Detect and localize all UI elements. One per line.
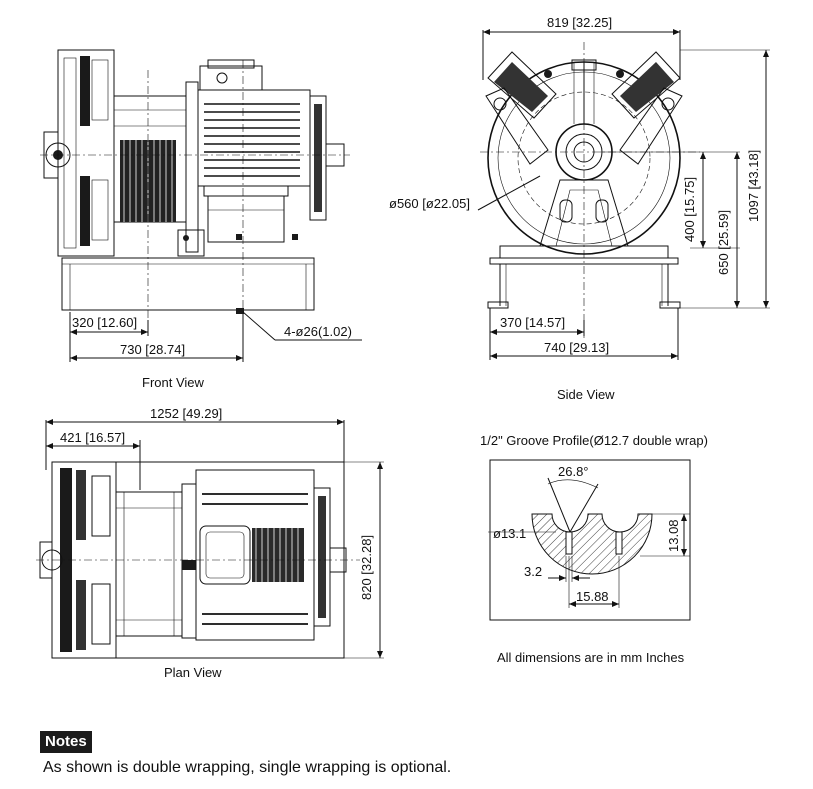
front-view <box>40 49 362 362</box>
groove-frame <box>489 459 691 621</box>
front-dim-320: 320 [12.60] <box>72 315 137 330</box>
groove-dim-angle: 26.8° <box>558 464 589 479</box>
side-view-caption: Side View <box>557 387 615 402</box>
plan-drum <box>115 491 183 637</box>
groove-dim-32: 3.2 <box>524 564 542 579</box>
groove-dim-1308: 13.08 <box>666 519 681 552</box>
units-note: All dimensions are in mm Inches <box>497 650 685 665</box>
groove-dim-diameter: ø13.1 <box>493 526 526 541</box>
front-dim-holes: 4-ø26(1.02) <box>284 324 352 339</box>
groove-dim-1588: 15.88 <box>576 589 609 604</box>
notes-text: As shown is double wrapping, single wrap… <box>43 759 452 776</box>
front-dim-730: 730 [28.74] <box>120 342 185 357</box>
side-dim-1097: 1097 [43.18] <box>746 150 761 222</box>
side-dim-400: 400 [15.75] <box>682 177 697 242</box>
side-dim-650: 650 [25.59] <box>716 210 731 275</box>
plan-dim-820: 820 [32.28] <box>359 535 374 600</box>
notes-tag: Notes <box>40 731 92 753</box>
plan-view-caption: Plan View <box>164 665 222 680</box>
groove-caption: 1/2" Groove Profile(Ø12.7 double wrap) <box>480 433 708 448</box>
front-base-frame <box>61 257 315 311</box>
plan-view <box>36 419 384 659</box>
front-view-caption: Front View <box>142 375 205 390</box>
side-dim-370: 370 [14.57] <box>500 315 565 330</box>
side-dim-819: 819 [32.25] <box>547 15 612 30</box>
plan-dim-1252: 1252 [49.29] <box>150 406 222 421</box>
side-dim-560: ø560 [ø22.05] <box>389 196 470 211</box>
groove-section <box>531 513 653 575</box>
side-dim-740: 740 [29.13] <box>544 340 609 355</box>
side-brake-arm-left <box>487 51 557 119</box>
side-brake-arm-right <box>611 51 681 119</box>
plan-dim-421: 421 [16.57] <box>60 430 125 445</box>
groove-profile <box>488 459 691 621</box>
side-view <box>477 29 770 360</box>
technical-drawing: 320 [12.60] 730 [28.74] 4-ø26(1.02) Fron… <box>36 15 770 680</box>
